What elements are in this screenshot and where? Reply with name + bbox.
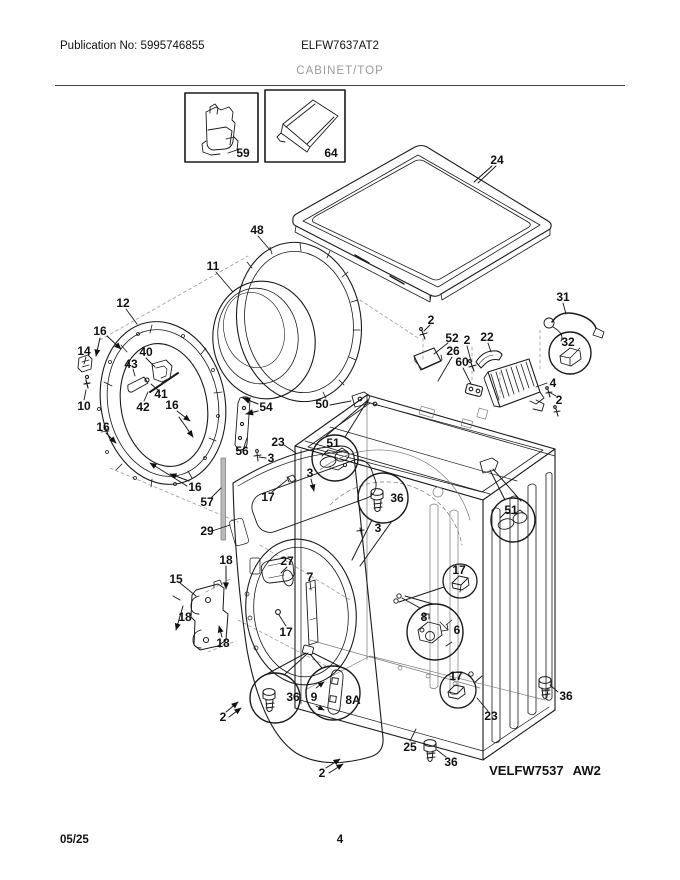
part-callout-14: 14: [77, 344, 91, 358]
inset-box-59: [184, 92, 259, 163]
fasteners-2-bottom: [225, 701, 344, 774]
part-callout-2: 2: [318, 766, 326, 780]
publication-number: Publication No: 5995746855: [60, 40, 205, 52]
part-callout-16: 16: [165, 398, 179, 412]
part-29-front-panel: [229, 445, 384, 764]
footer-page-number: 4: [336, 834, 344, 846]
bubble-36-lower-left: [249, 652, 309, 724]
part-callout-16: 16: [96, 420, 110, 434]
part-callout-51: 51: [326, 436, 340, 450]
part-52-pad: [413, 347, 443, 371]
part-callout-18: 18: [216, 636, 230, 650]
part-callout-29: 29: [200, 524, 214, 538]
part-59-sketch: [201, 103, 239, 156]
part-callout-18: 18: [219, 553, 233, 567]
bubble-51-left: [311, 399, 369, 482]
part-callout-23: 23: [271, 435, 285, 449]
cabinet-frame: [294, 391, 556, 761]
part-callout-17: 17: [452, 563, 466, 577]
foot-screws: [423, 676, 552, 762]
part-48-door-rim: [235, 241, 363, 403]
part-callout-31: 31: [556, 290, 570, 304]
bubble-17-upper: [393, 563, 478, 604]
part-callout-2: 2: [427, 313, 435, 327]
part-callout-42: 42: [136, 400, 150, 414]
part-callout-27: 27: [280, 554, 294, 568]
part-callout-36: 36: [390, 491, 404, 505]
part-callout-50: 50: [315, 397, 329, 411]
part-4-finned-block: [483, 358, 545, 412]
part-callout-48: 48: [250, 223, 264, 237]
figure-code: VELFW7537 AW2: [489, 763, 601, 778]
part-callout-59: 59: [236, 146, 250, 160]
part-callout-2: 2: [463, 333, 471, 347]
part-60-plate: [464, 383, 484, 397]
part-64-sketch: [276, 99, 339, 153]
part-callout-22: 22: [480, 330, 494, 344]
header-rule: [55, 85, 625, 86]
part-callout-16: 16: [93, 324, 107, 338]
part-12-door-ring: [77, 321, 227, 488]
part-callout-56: 56: [235, 444, 249, 458]
part-callout-6: 6: [453, 623, 461, 637]
part-callout-26: 26: [446, 344, 460, 358]
part-callout-7: 7: [306, 570, 314, 584]
part-callout-3: 3: [267, 451, 275, 465]
part-11-door-glass: [212, 280, 316, 400]
inset-box-64: [264, 89, 346, 163]
part-callout-52: 52: [445, 331, 459, 345]
part-callout-8A: 8A: [345, 693, 361, 707]
part-callout-16: 16: [188, 480, 202, 494]
part-callout-2: 2: [219, 710, 227, 724]
leader-lines: [83, 165, 567, 758]
part-callout-41: 41: [154, 387, 168, 401]
part-54-56-57: [220, 396, 259, 541]
part-callout-57: 57: [200, 495, 214, 509]
part-callout-43: 43: [124, 357, 138, 371]
part-callout-12: 12: [116, 296, 130, 310]
part-callout-4: 4: [549, 376, 557, 390]
part-callout-24: 24: [490, 153, 504, 167]
model-number: ELFW7637AT2: [301, 40, 379, 52]
part-callout-10: 10: [77, 399, 91, 413]
part-callout-23: 23: [484, 709, 498, 723]
part-24-top-panel: [292, 144, 552, 303]
part-callout-32: 32: [561, 335, 575, 349]
small-screws: [94, 335, 365, 537]
part-callout-8: 8: [420, 610, 428, 624]
part-callout-15: 15: [169, 572, 183, 586]
fasteners-18: [172, 565, 229, 638]
bubble-17-lower: [439, 671, 483, 709]
part-callout-36: 36: [286, 690, 300, 704]
part-callout-17: 17: [279, 625, 293, 639]
part-callout-25: 25: [403, 740, 417, 754]
part-callout-60: 60: [455, 355, 469, 369]
bubble-8-6: [396, 593, 464, 661]
section-title: CABINET/TOP: [296, 65, 384, 77]
part-22-bracket: [475, 350, 503, 369]
part-callout-36: 36: [444, 755, 458, 769]
part-callout-64: 64: [324, 146, 338, 160]
bubble-8A: [305, 652, 361, 721]
part-callout-17: 17: [261, 490, 275, 504]
part-callout-54: 54: [259, 400, 273, 414]
part-callout-2: 2: [555, 393, 563, 407]
part-callout-11: 11: [206, 259, 220, 273]
part-callout-9: 9: [310, 690, 318, 704]
part-callout-40: 40: [139, 345, 153, 359]
part-callout-36: 36: [559, 689, 573, 703]
part-32-bubble: [548, 331, 592, 375]
part-callout-17: 17: [449, 669, 463, 683]
part-callout-3: 3: [306, 466, 314, 480]
part-callout-51: 51: [504, 503, 518, 517]
part-callout-18: 18: [178, 610, 192, 624]
footer-date: 05/25: [60, 834, 89, 846]
part-callout-3: 3: [374, 521, 382, 535]
bubble-36-upper: [351, 472, 409, 567]
bubble-51-right: [489, 468, 536, 543]
